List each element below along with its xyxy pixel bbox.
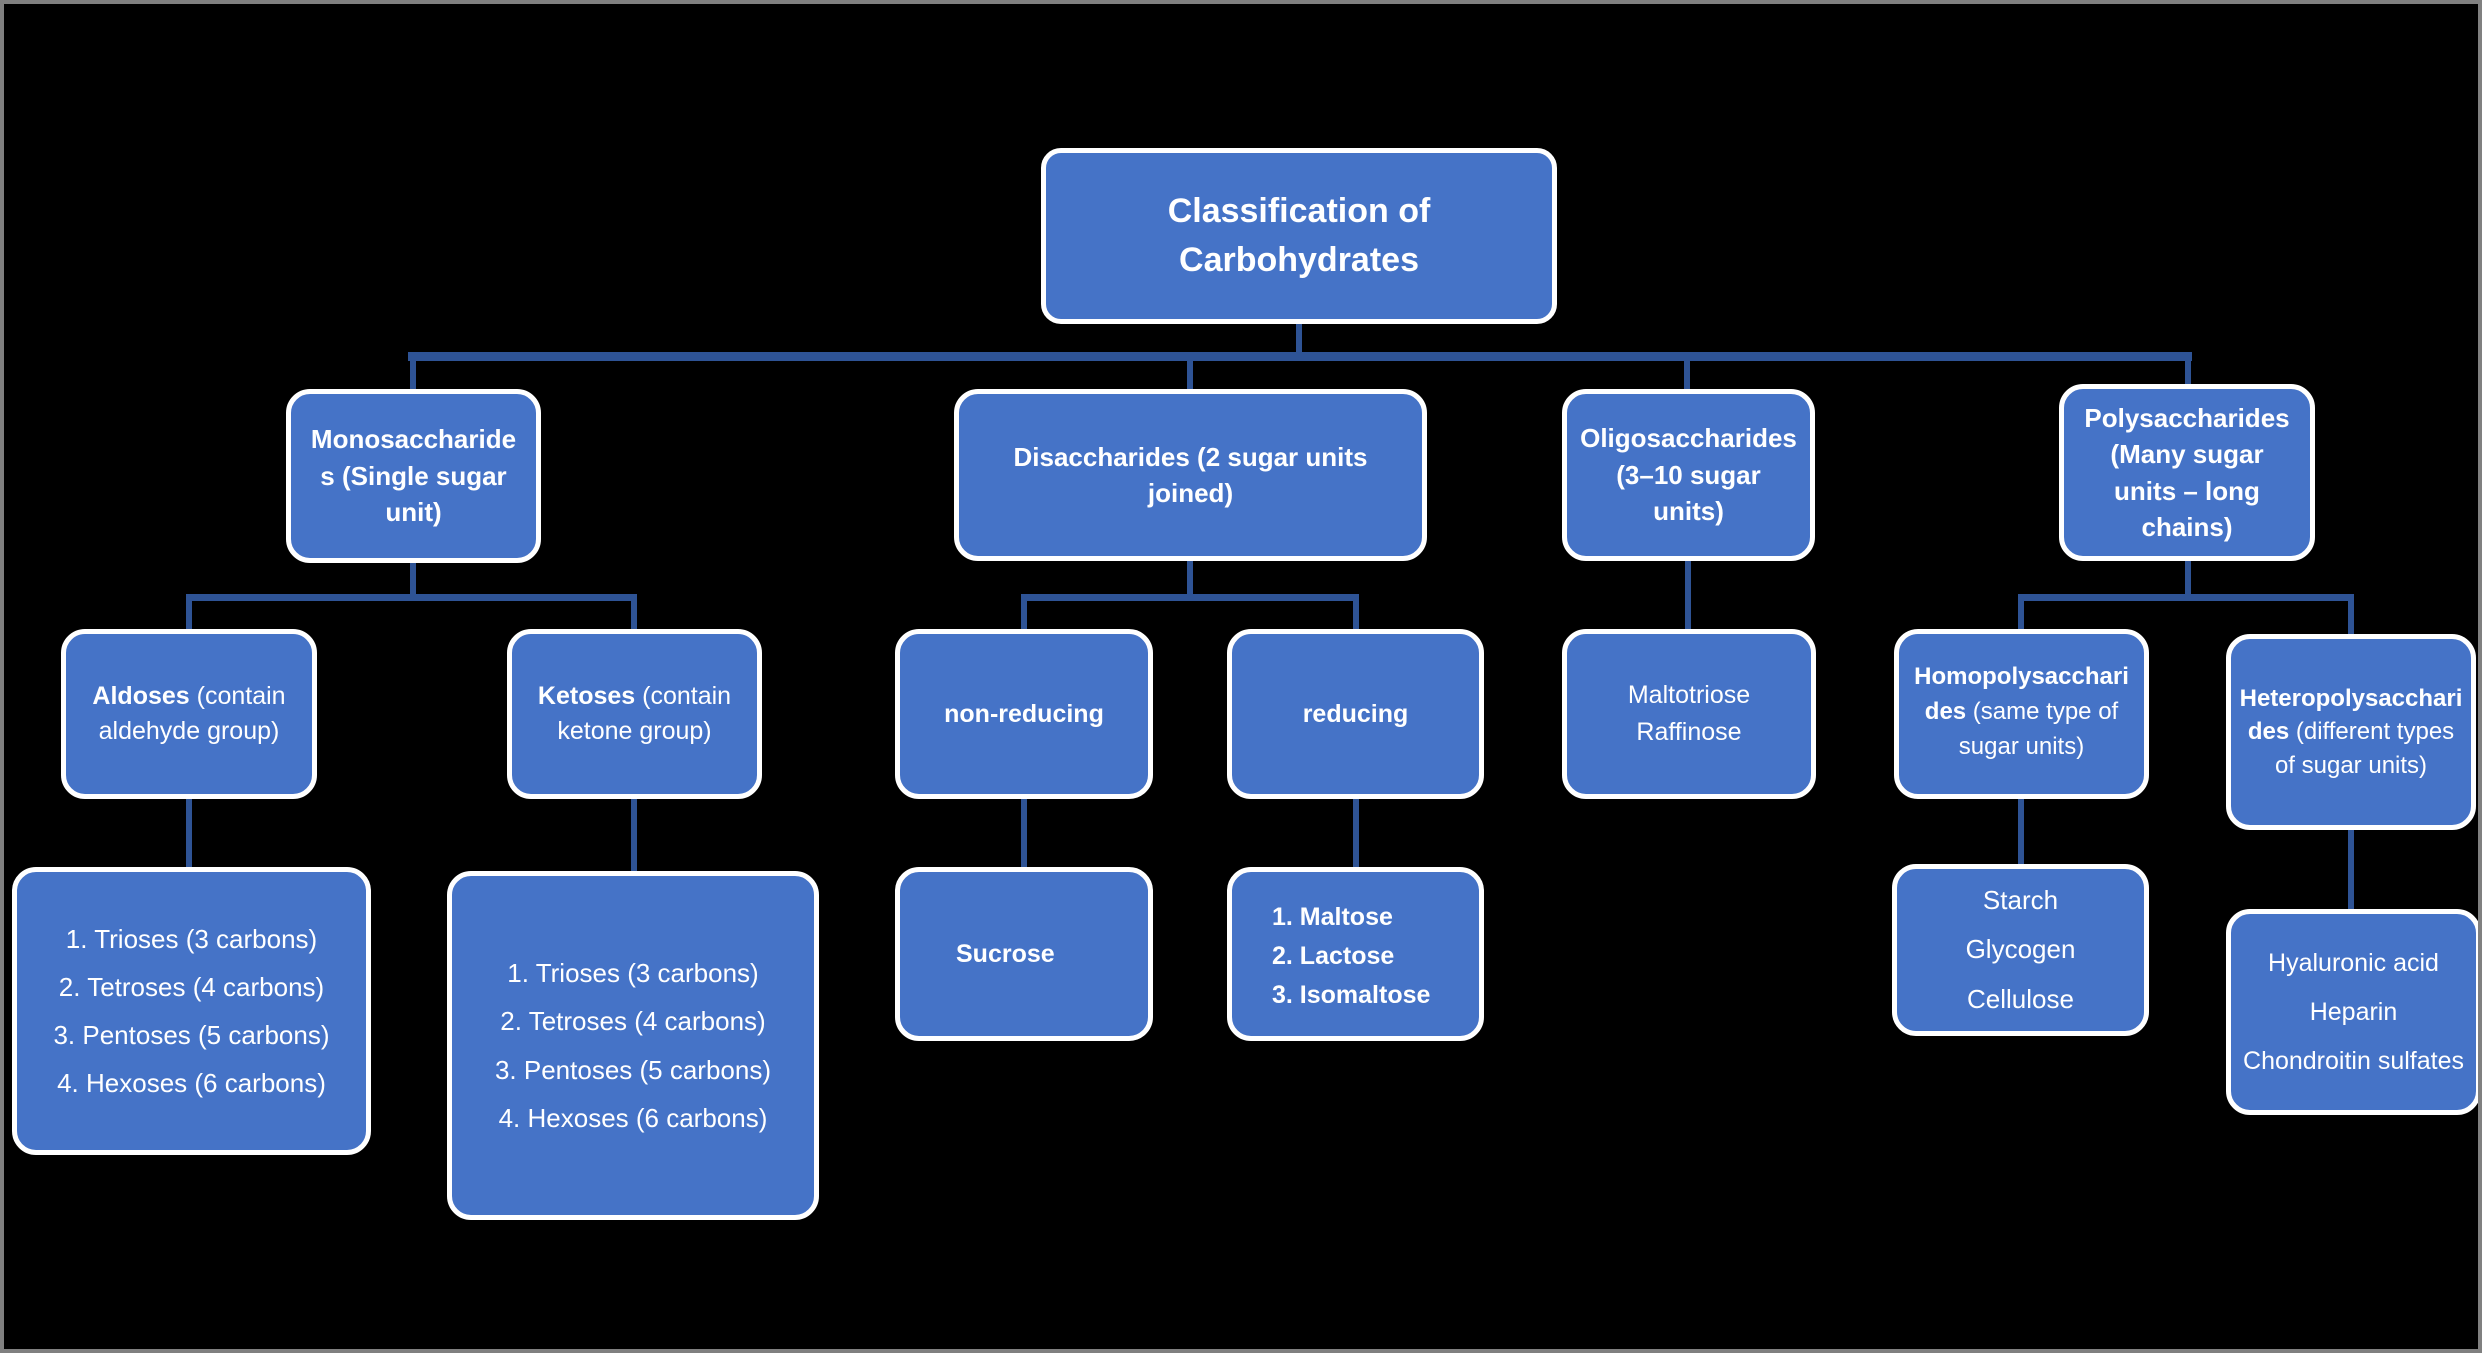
- connector-mono-down: [410, 563, 416, 596]
- ketoses-list-item-4: 4. Hexoses (6 carbons): [498, 1102, 768, 1133]
- connector-level1-bar: [408, 352, 2192, 361]
- node-hetero-list: Hyaluronic acid Heparin Chondroitin sulf…: [2226, 909, 2478, 1115]
- connector-poly-bar: [2018, 594, 2354, 601]
- aldoses-label: Aldoses (contain aldehyde group): [74, 679, 304, 749]
- disaccharides-line-2: joined): [1147, 478, 1234, 508]
- hetero-list-item-heparin: Heparin: [2309, 997, 2398, 1026]
- monosaccharides-line-2: s (Single sugar: [320, 460, 507, 491]
- reducing-list-item-2: 2. Lactose: [1272, 941, 1395, 970]
- node-aldoses-list: 1. Trioses (3 carbons) 2. Tetroses (4 ca…: [12, 867, 371, 1155]
- aldoses-list-item-2: 2. Tetroses (4 carbons): [58, 971, 325, 1002]
- homopolysaccharides-label-bold: Homopolysaccharides: [1914, 663, 2129, 725]
- node-polysaccharides: Polysaccharides (Many sugar units – long…: [2059, 384, 2315, 561]
- connector-drop-oligosaccharides: [1684, 361, 1690, 389]
- ketoses-label-rest: (contain ketone group): [557, 682, 732, 745]
- ketoses-list-item-3: 3. Pentoses (5 carbons): [494, 1054, 772, 1085]
- connector-mono-bar: [186, 594, 637, 601]
- oligosaccharides-line-2: (3–10 sugar: [1616, 459, 1761, 490]
- node-oligosaccharides: Oligosaccharides (3–10 sugar units): [1562, 389, 1815, 561]
- ketoses-label-bold: Ketoses: [537, 682, 636, 710]
- homo-list-item-cellulose: Cellulose: [1967, 983, 2074, 1014]
- connector-title-down: [1296, 324, 1302, 356]
- homo-list-item-glycogen: Glycogen: [1965, 934, 2076, 965]
- node-heteropolysaccharides: Heteropolysaccharides (different types o…: [2226, 634, 2476, 830]
- connector-drop-ketoses: [631, 601, 637, 629]
- connector-hetero-list: [2348, 830, 2354, 909]
- connector-drop-disaccharides: [1187, 361, 1193, 389]
- sucrose-label: Sucrose: [956, 939, 1055, 968]
- node-homo-list: Starch Glycogen Cellulose: [1892, 864, 2149, 1036]
- hetero-list-item-chondroitin-sulfates: Chondroitin sulfates: [2243, 1046, 2464, 1075]
- node-title: Classification of Carbohydrates: [1041, 148, 1557, 324]
- connector-ketoses-list: [631, 799, 637, 871]
- connector-homo-list: [2018, 799, 2024, 864]
- heteropolysaccharides-label: Heteropolysaccharides (different types o…: [2239, 682, 2463, 783]
- connector-oligo-down: [1685, 561, 1691, 629]
- hetero-list-item-hyaluronic-acid: Hyaluronic acid: [2268, 948, 2439, 977]
- node-sucrose: Sucrose: [895, 867, 1153, 1041]
- connector-drop-aldoses: [186, 601, 192, 629]
- node-homopolysaccharides: Homopolysaccharides (same type of sugar …: [1894, 629, 2149, 799]
- aldoses-label-rest: (contain aldehyde group): [98, 682, 286, 745]
- connector-aldoses-list: [186, 799, 192, 867]
- maltotriose-line: Maltotriose: [1627, 680, 1751, 709]
- node-ketoses: Ketoses (contain ketone group): [507, 629, 762, 799]
- oligosaccharides-line-3: units): [1653, 496, 1724, 527]
- polysaccharides-line-3: units – long: [2114, 475, 2260, 506]
- node-non-reducing: non-reducing: [895, 629, 1153, 799]
- node-disaccharides: Disaccharides (2 sugar units joined): [954, 389, 1427, 561]
- node-monosaccharides: Monosaccharide s (Single sugar unit): [286, 389, 541, 563]
- node-reducing: reducing: [1227, 629, 1484, 799]
- reducing-list-item-3: 3. Isomaltose: [1272, 980, 1431, 1009]
- ketoses-list-item-2: 2. Tetroses (4 carbons): [500, 1006, 766, 1037]
- monosaccharides-line-3: unit): [385, 497, 442, 528]
- monosaccharides-line-1: Monosaccharide: [310, 424, 517, 455]
- homopolysaccharides-label: Homopolysaccharides (same type of sugar …: [1907, 660, 2136, 764]
- node-maltotriose-raffinose: Maltotriose Raffinose: [1562, 629, 1816, 799]
- disaccharides-line-1: Disaccharides (2 sugar units: [1013, 441, 1368, 472]
- raffinose-line: Raffinose: [1636, 718, 1742, 746]
- ketoses-list-item-1: 1. Trioses (3 carbons): [507, 958, 759, 989]
- node-ketoses-list: 1. Trioses (3 carbons) 2. Tetroses (4 ca…: [447, 871, 819, 1220]
- aldoses-list-item-1: 1. Trioses (3 carbons): [65, 923, 318, 954]
- connector-sucrose: [1021, 799, 1027, 867]
- heteropolysaccharides-label-rest: (different types of sugar units): [2274, 718, 2455, 779]
- non-reducing-label: non-reducing: [944, 699, 1104, 728]
- reducing-list-item-1: 1. Maltose: [1272, 903, 1393, 931]
- ketoses-label: Ketoses (contain ketone group): [520, 679, 749, 749]
- aldoses-list-item-4: 4. Hexoses (6 carbons): [57, 1068, 326, 1099]
- node-aldoses: Aldoses (contain aldehyde group): [61, 629, 317, 799]
- heteropolysaccharides-label-bold: Heteropolysaccharides: [2239, 684, 2463, 746]
- connector-drop-homopolysaccharides: [2018, 601, 2024, 629]
- connector-drop-monosaccharides: [410, 361, 416, 389]
- connector-drop-non-reducing: [1021, 601, 1027, 629]
- polysaccharides-line-4: chains): [2141, 511, 2233, 542]
- polysaccharides-line-2: (Many sugar: [2110, 439, 2264, 470]
- connector-poly-down: [2185, 561, 2191, 596]
- connector-di-bar: [1021, 594, 1359, 601]
- node-reducing-list: 1. Maltose 2. Lactose 3. Isomaltose: [1227, 867, 1484, 1041]
- title-line-1: Classification of: [1167, 191, 1431, 230]
- homopolysaccharides-label-rest: (same type of sugar units): [1958, 697, 2119, 760]
- connector-reducing-list: [1353, 799, 1359, 867]
- connector-di-down: [1187, 561, 1193, 596]
- aldoses-label-bold: Aldoses: [92, 682, 190, 710]
- homo-list-item-starch: Starch: [1982, 884, 2059, 915]
- connector-drop-heteropolysaccharides: [2348, 601, 2354, 634]
- aldoses-list-item-3: 3. Pentoses (5 carbons): [53, 1020, 330, 1050]
- connector-drop-polysaccharides: [2185, 361, 2191, 384]
- connector-drop-reducing: [1353, 601, 1359, 629]
- title-line-2: Carbohydrates: [1179, 241, 1419, 279]
- reducing-label: reducing: [1302, 699, 1409, 728]
- polysaccharides-line-1: Polysaccharides: [2084, 402, 2290, 433]
- oligosaccharides-line-1: Oligosaccharides: [1580, 423, 1797, 454]
